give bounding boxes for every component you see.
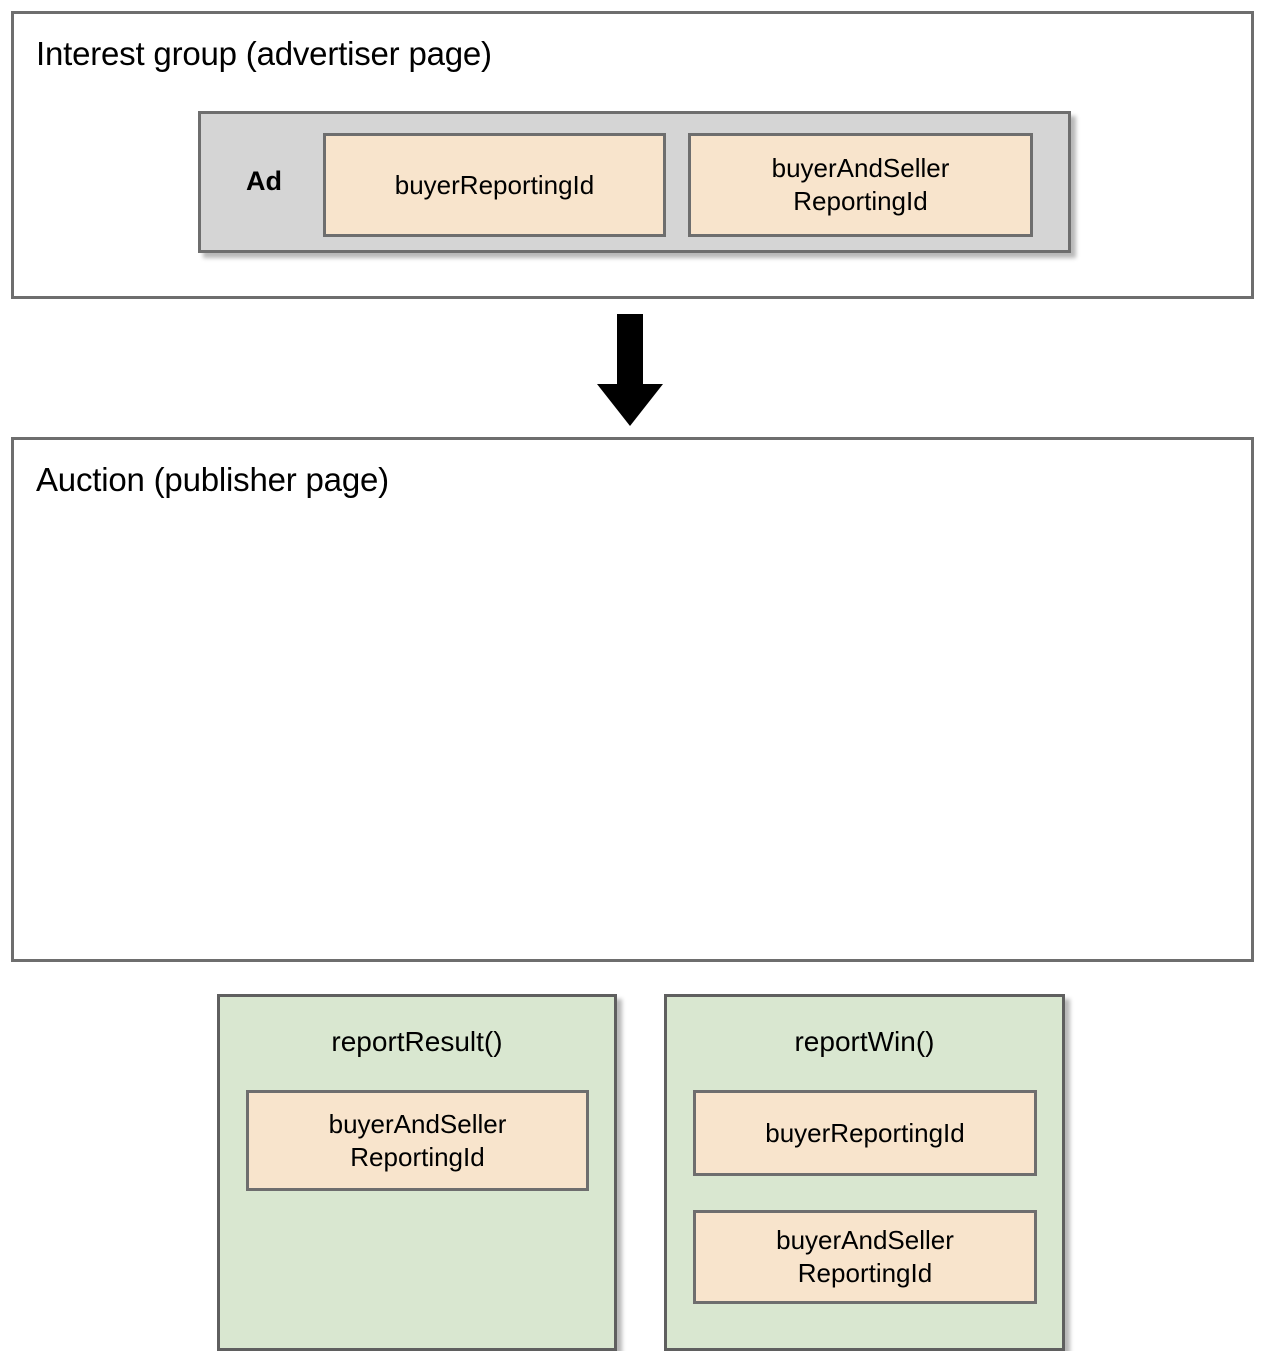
report-result-title: reportResult() [331, 1026, 503, 1057]
chip-buyer-reporting-id: buyerReportingId [323, 133, 666, 237]
chip-label: buyerReportingId [765, 1117, 965, 1148]
report-win-title: reportWin() [794, 1026, 935, 1057]
auction-panel: Auction (publisher page) reportResult() … [11, 437, 1254, 1351]
down-arrow-icon [597, 314, 663, 426]
chip-buyer-reporting-id: buyerReportingId [693, 1090, 1037, 1176]
chip-label: buyerAndSeller ReportingId [328, 1108, 507, 1172]
chip-buyer-and-seller-reporting-id: buyerAndSeller ReportingId [693, 1210, 1037, 1304]
diagram-canvas: Interest group (advertiser page) Ad buye… [11, 11, 1254, 1351]
chip-label: buyerAndSeller ReportingId [776, 1225, 954, 1288]
chip-label: buyerReportingId [394, 169, 595, 200]
ad-group-box: Ad buyerReportingId buyerAndSeller Repor… [198, 111, 1071, 253]
chip-buyer-and-seller-reporting-id: buyerAndSeller ReportingId [246, 1090, 589, 1191]
report-result-box: reportResult() buyerAndSeller ReportingI… [217, 994, 617, 1351]
interest-group-title: Interest group (advertiser page) [36, 35, 492, 72]
ad-label: Ad [246, 166, 282, 196]
chip-label: buyerAndSeller ReportingId [771, 153, 950, 216]
auction-title: Auction (publisher page) [36, 461, 389, 498]
report-win-box: reportWin() buyerReportingId buyerAndSel… [664, 994, 1065, 1351]
interest-group-panel: Interest group (advertiser page) Ad buye… [11, 11, 1254, 299]
chip-buyer-and-seller-reporting-id: buyerAndSeller ReportingId [688, 133, 1033, 237]
